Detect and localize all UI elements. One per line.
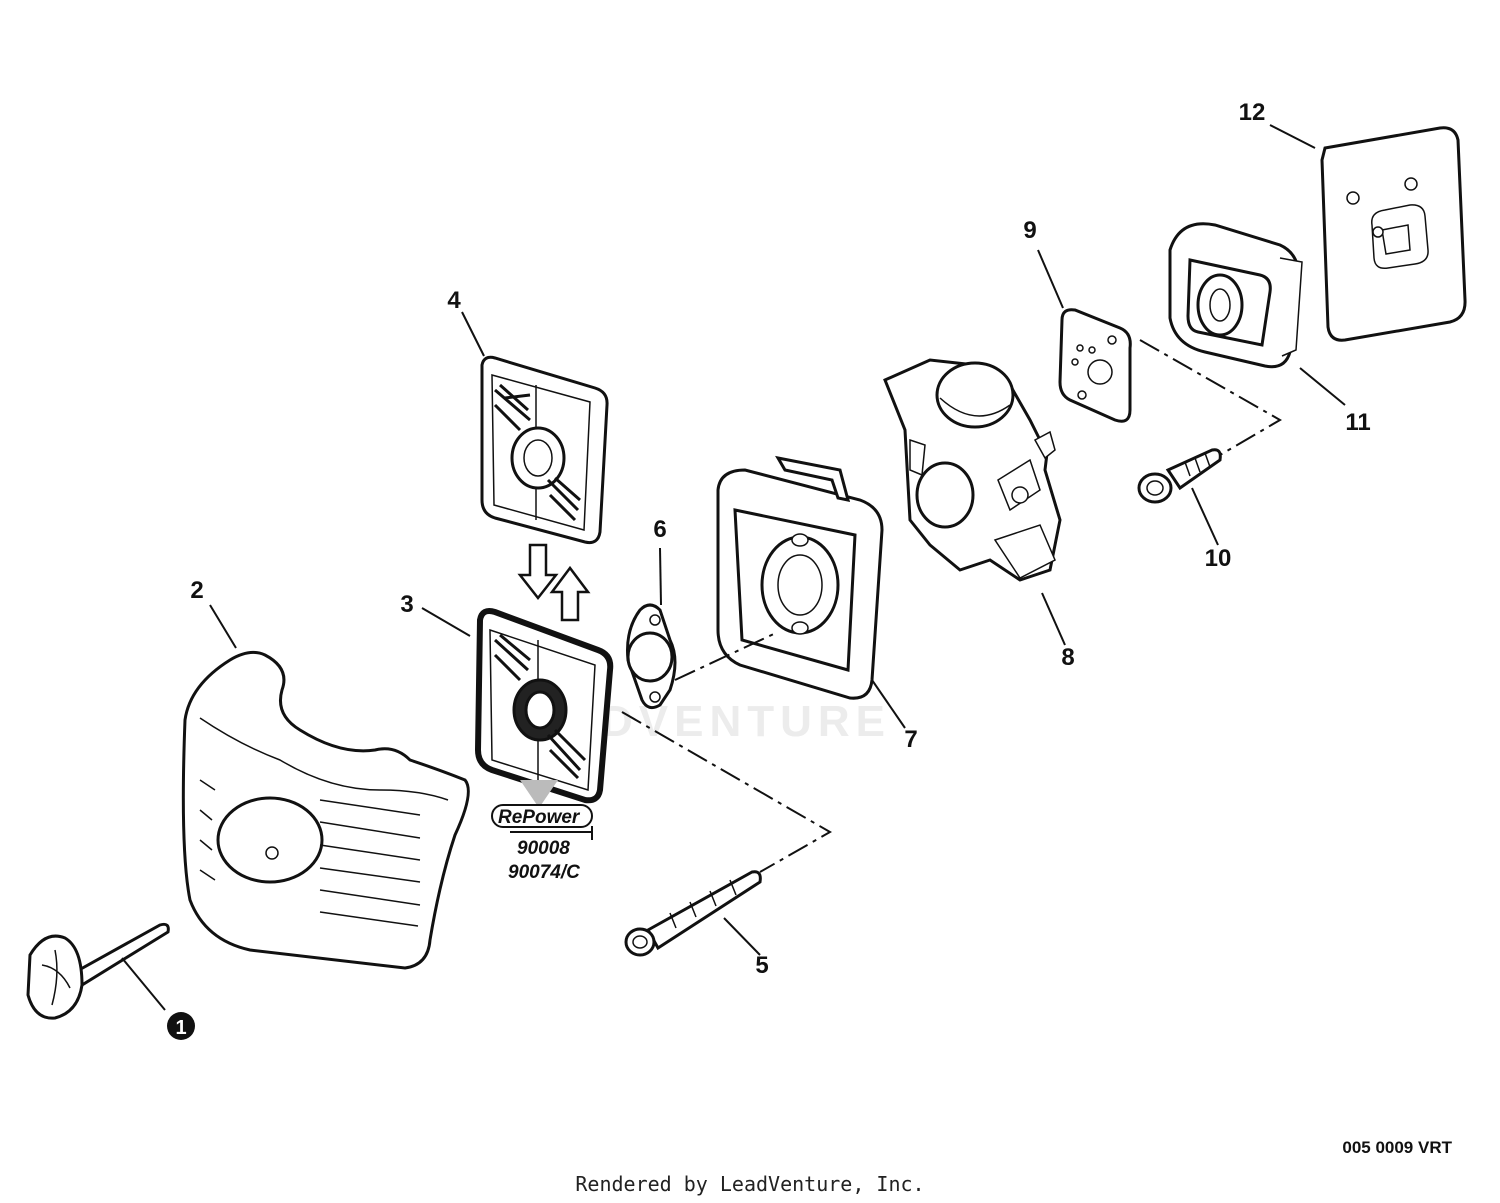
callout-1-circle: [167, 1012, 195, 1040]
callout-7: 7: [904, 726, 917, 753]
assembly-line-5: [621, 711, 833, 873]
swap-arrows: [517, 543, 591, 622]
callout-8: 8: [1061, 644, 1074, 671]
exploded-parts-diagram: LEADVENTURE: [26, 99, 1467, 1157]
part-9-gasket[interactable]: [1058, 308, 1132, 423]
repower-part-number-1: 90008: [517, 838, 570, 859]
callout-4: 4: [447, 287, 461, 314]
part-11-adapter[interactable]: [1168, 222, 1303, 369]
part-10-bolt[interactable]: [1137, 448, 1222, 504]
callout-5: 5: [755, 952, 768, 979]
diagram-code: 005 0009 VRT: [1342, 1138, 1452, 1157]
part-3-air-filter[interactable]: [474, 608, 614, 804]
part-5-bolt[interactable]: [624, 870, 762, 957]
callout-9: 9: [1023, 217, 1036, 244]
part-6-gasket[interactable]: [626, 603, 677, 710]
leader-lines: [121, 124, 1346, 1011]
repower-part-number-2: 90074/C: [508, 862, 580, 883]
part-8-carburetor[interactable]: [883, 358, 1062, 582]
assembly-line-10-11: [1139, 339, 1282, 456]
callout-10: 10: [1205, 545, 1232, 572]
callout-12: 12: [1239, 99, 1266, 126]
part-4-air-filter[interactable]: [480, 355, 609, 544]
part-12-gasket[interactable]: [1320, 126, 1467, 342]
part-1-knob[interactable]: [26, 922, 170, 1020]
callout-2: 2: [190, 577, 203, 604]
callout-1: 1: [175, 1017, 186, 1039]
assembly-line-6-7: [674, 631, 779, 681]
part-7-air-cleaner-case[interactable]: [716, 455, 884, 700]
callout-11: 11: [1345, 409, 1370, 436]
part-2-cover[interactable]: [181, 650, 470, 970]
callout-3: 3: [400, 591, 413, 618]
repower-badge: RePower 90008 90074/C: [491, 780, 593, 883]
repower-logo-text: RePower: [498, 807, 581, 828]
callout-6: 6: [653, 516, 666, 543]
footer-credit: Rendered by LeadVenture, Inc.: [575, 1172, 925, 1196]
